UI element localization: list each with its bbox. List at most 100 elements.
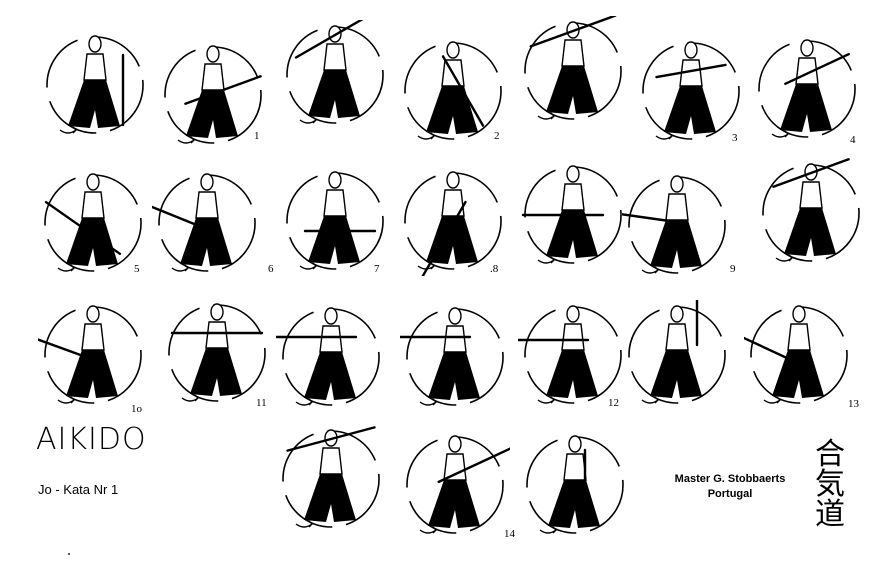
hakama-skirt <box>546 350 598 398</box>
hakama-skirt <box>308 70 360 118</box>
kata-figure-18 <box>400 302 510 412</box>
hakama-skirt <box>650 350 702 398</box>
kata-figure-3 <box>280 20 390 130</box>
jo-staff <box>772 158 850 188</box>
hakama-skirt <box>304 474 356 522</box>
jo-staff <box>437 447 510 484</box>
head-icon <box>792 305 806 323</box>
hakama-skirt <box>784 208 836 256</box>
kata-figure-4 <box>398 36 508 146</box>
kanji-char-do: 道 <box>815 497 845 532</box>
gi-torso <box>561 323 585 351</box>
hakama-skirt <box>772 350 824 398</box>
hakama-skirt <box>780 84 832 132</box>
hakama-skirt <box>428 352 480 400</box>
step-number-11: 11 <box>256 397 267 409</box>
kata-figure-6 <box>636 36 746 146</box>
kata-figure-11 <box>398 166 508 276</box>
direction-arrow-icon <box>57 396 75 404</box>
hakama-skirt <box>426 86 478 134</box>
author-country: Portugal <box>707 488 753 500</box>
head-icon <box>800 39 814 57</box>
jo-staff <box>184 75 262 105</box>
gi-torso <box>81 323 105 351</box>
step-number-5: 5 <box>134 263 140 275</box>
direction-arrow-icon <box>59 126 77 134</box>
jo-staff <box>784 53 850 85</box>
head-icon <box>200 173 214 191</box>
head-icon <box>86 305 100 323</box>
step-number-14: 14 <box>504 528 515 540</box>
stray-mark <box>68 553 70 555</box>
direction-arrow-icon <box>417 262 435 270</box>
direction-arrow-icon <box>537 112 555 120</box>
head-icon <box>206 45 220 63</box>
kata-figure-16 <box>162 298 272 408</box>
gi-torso <box>665 193 689 221</box>
gi-torso <box>195 191 219 219</box>
author-credit: Master G. Stobbaerts Portugal <box>660 472 800 502</box>
kata-figure-1 <box>40 30 150 140</box>
direction-arrow-icon <box>641 266 659 274</box>
head-icon <box>88 35 102 53</box>
gi-torso <box>205 321 229 349</box>
jo-staff <box>286 426 376 452</box>
kata-figure-7 <box>752 34 862 144</box>
direction-arrow-icon <box>771 130 789 138</box>
head-icon <box>446 41 460 59</box>
direction-arrow-icon <box>655 132 673 140</box>
head-icon <box>328 171 342 189</box>
gi-torso <box>787 323 811 351</box>
hakama-skirt <box>186 90 238 138</box>
kata-figure-2 <box>158 40 268 150</box>
jo-staff <box>38 338 97 362</box>
kata-figure-19 <box>518 300 628 410</box>
direction-arrow-icon <box>419 526 437 534</box>
author-name: Master G. Stobbaerts <box>674 473 786 485</box>
direction-arrow-icon <box>763 396 781 404</box>
gi-torso <box>799 181 823 209</box>
direction-arrow-icon <box>295 520 313 528</box>
head-icon <box>670 305 684 323</box>
hakama-skirt <box>428 480 480 528</box>
kata-figure-13 <box>622 170 732 280</box>
gi-torso <box>201 63 225 91</box>
gi-torso <box>563 453 587 481</box>
kata-figure-14 <box>756 158 866 268</box>
kata-figure-22 <box>276 424 386 534</box>
kata-subtitle: Jo - Kata Nr 1 <box>38 482 119 497</box>
head-icon <box>210 303 224 321</box>
kata-figure-5 <box>518 16 628 126</box>
gi-torso <box>561 183 585 211</box>
step-number-13: 13 <box>848 398 859 410</box>
jo-staff <box>744 336 797 364</box>
kanji-char-ki: 気 <box>815 467 845 502</box>
kata-figure-20 <box>622 300 732 410</box>
kata-figure-10 <box>280 166 390 276</box>
jo-staff <box>44 201 122 256</box>
kata-figure-12 <box>518 160 628 270</box>
kata-figure-15 <box>38 300 148 410</box>
jo-staff <box>655 63 727 79</box>
direction-arrow-icon <box>181 394 199 402</box>
step-number-3: 3 <box>732 132 738 144</box>
gi-torso <box>323 43 347 71</box>
step-number-7: 7 <box>374 263 380 275</box>
direction-arrow-icon <box>177 136 195 144</box>
gi-torso <box>665 323 689 351</box>
hakama-skirt <box>180 218 232 266</box>
head-icon <box>566 305 580 323</box>
kata-figure-9 <box>152 168 262 278</box>
gi-torso <box>319 325 343 353</box>
head-icon <box>566 165 580 183</box>
hakama-skirt <box>66 218 118 266</box>
kata-figure-8 <box>38 168 148 278</box>
direction-arrow-icon <box>295 398 313 406</box>
direction-arrow-icon <box>299 262 317 270</box>
head-icon <box>446 171 460 189</box>
direction-arrow-icon <box>419 398 437 406</box>
direction-arrow-icon <box>537 396 555 404</box>
hakama-skirt <box>650 220 702 268</box>
head-icon <box>324 307 338 325</box>
step-number-2: 2 <box>494 130 500 142</box>
